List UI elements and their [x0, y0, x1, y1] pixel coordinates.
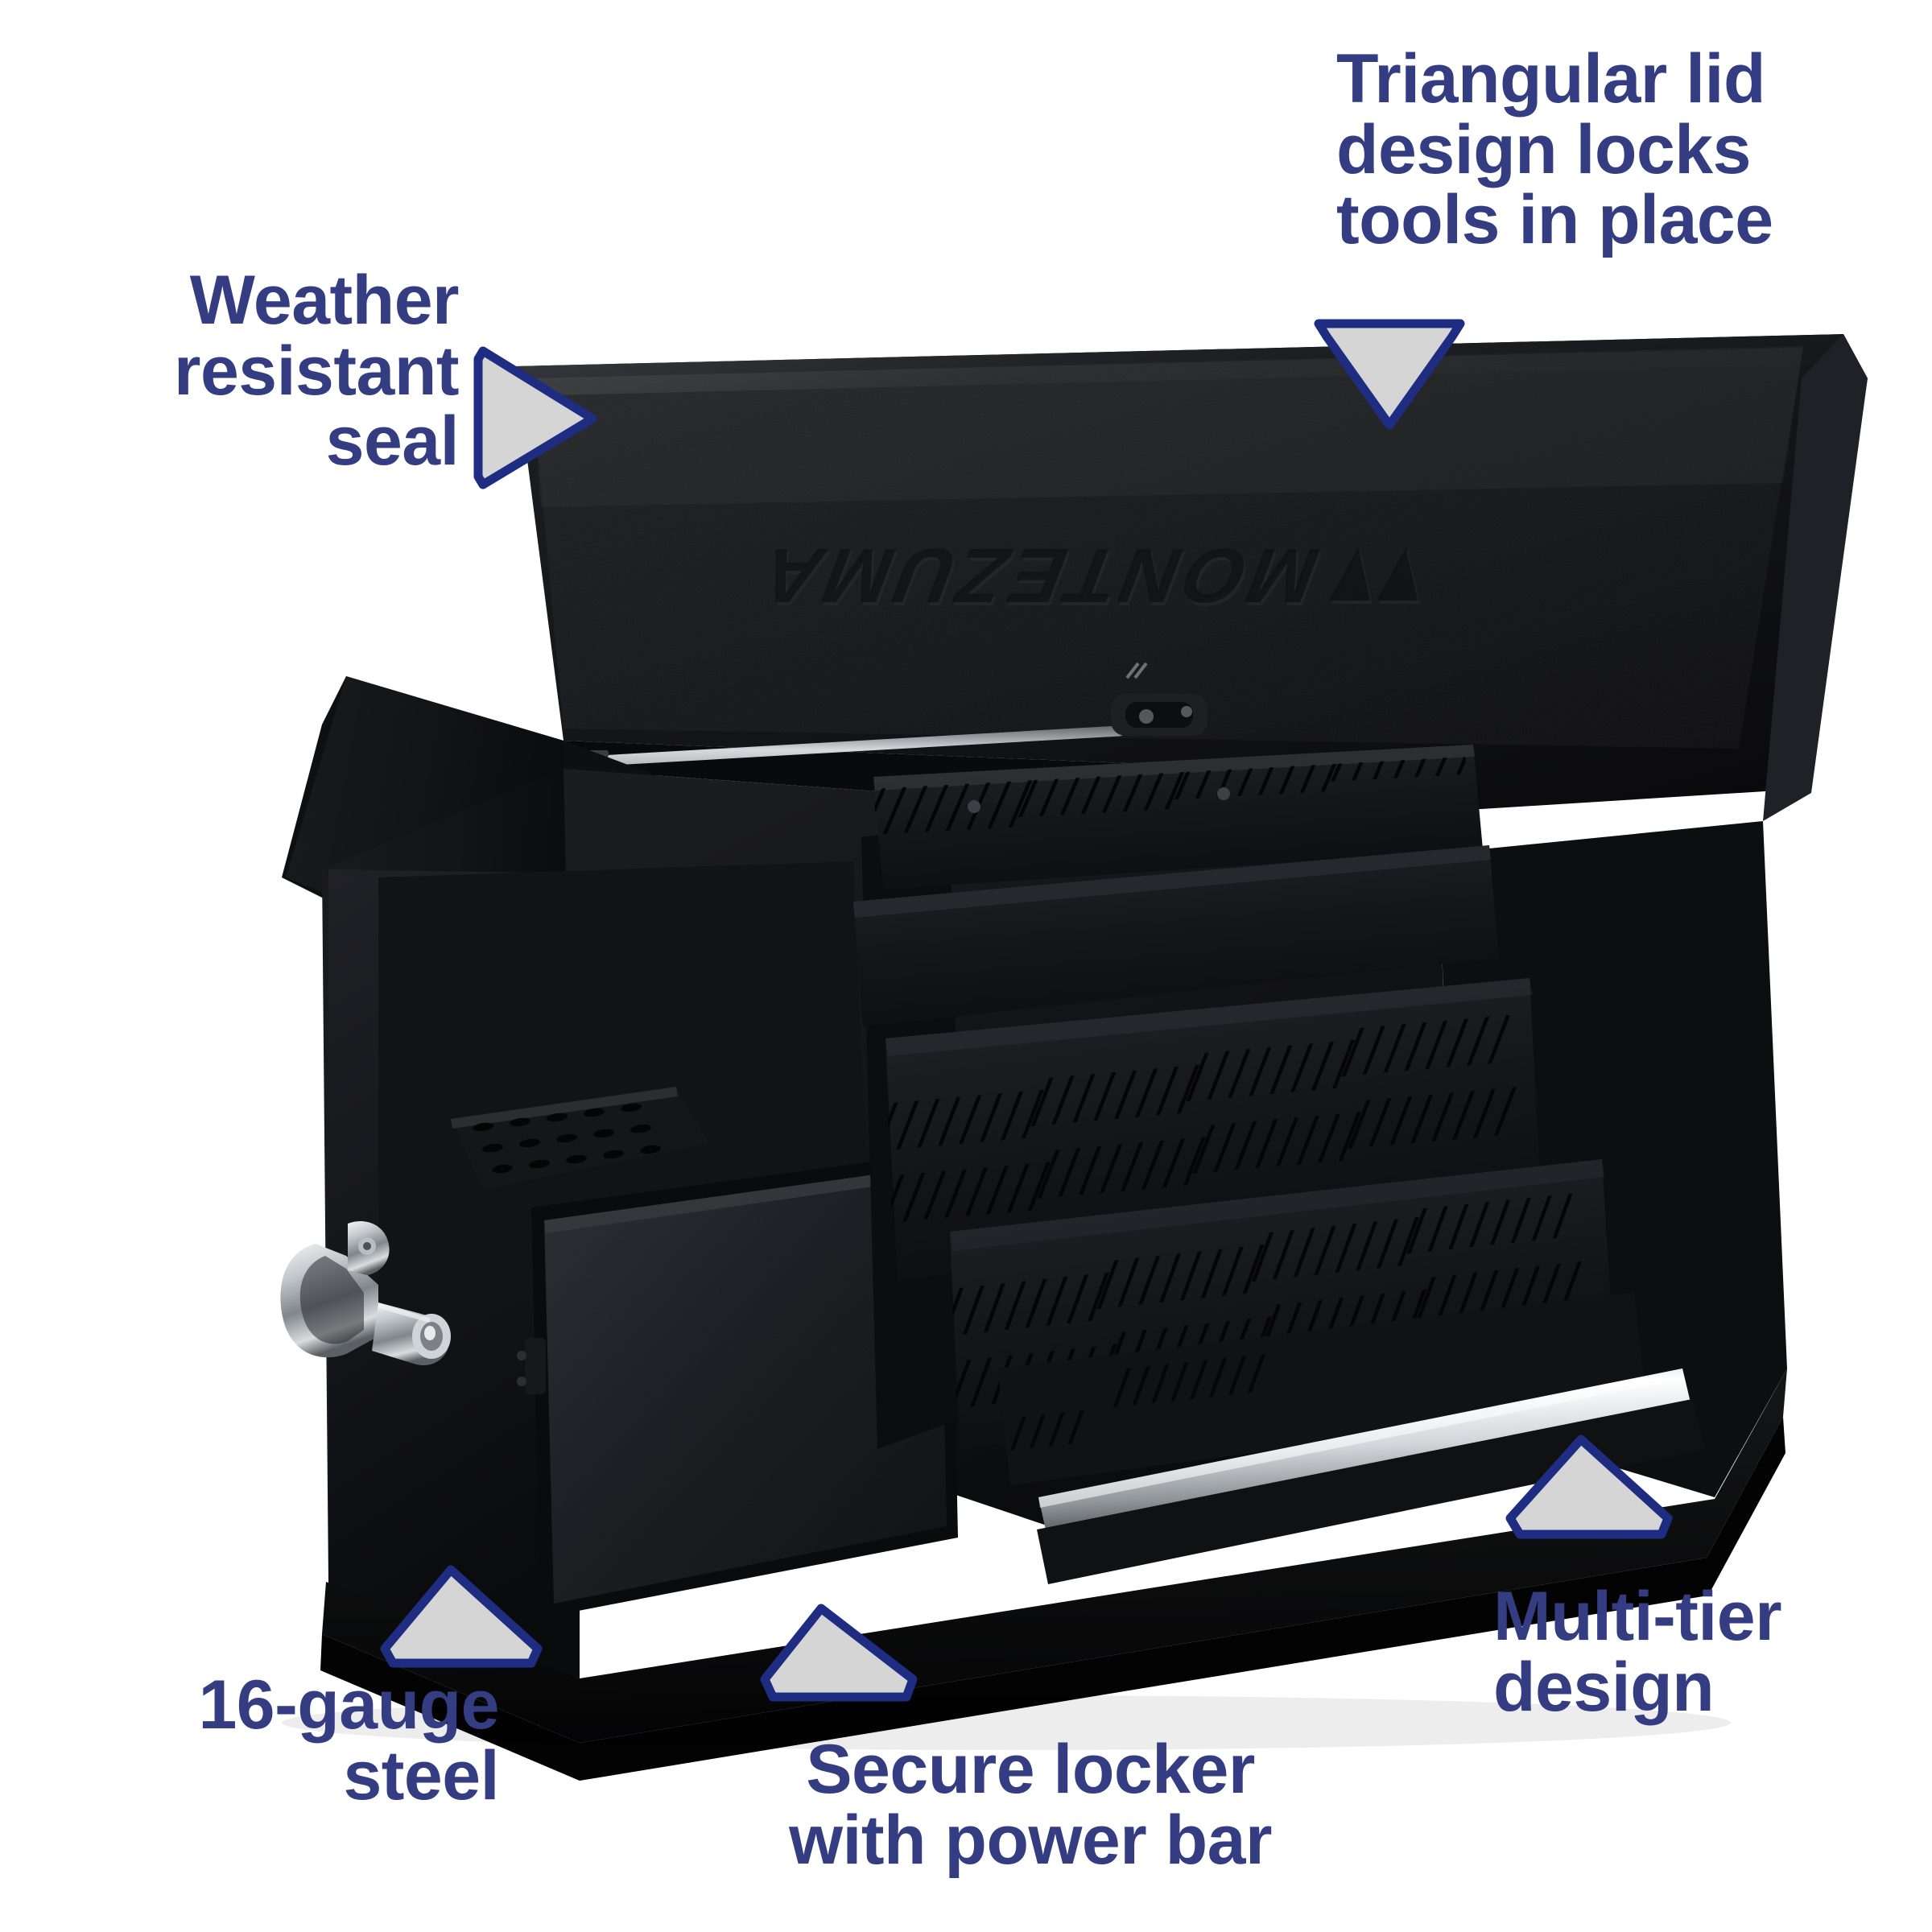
callout-triangular-lid: Triangular lid design locks tools in pla…: [1336, 40, 1773, 259]
toolbox-lid: MONTEZUMA MONTEZUMA: [515, 334, 1868, 829]
callout-16-gauge-steel: 16-gauge steel: [198, 1666, 499, 1814]
secure-locker-door: [517, 1151, 958, 1618]
callout-weather-resistant-seal: Weather resistant seal: [174, 262, 460, 481]
brand-logo-emboss: MONTEZUMA MONTEZUMA: [743, 532, 1420, 621]
multi-tier-organizer: [853, 745, 1646, 1485]
side-handle: [280, 1220, 451, 1365]
callout-multi-tier-design: Multi-tier design: [1493, 1578, 1782, 1726]
interior-left-section: [378, 861, 958, 1618]
perforated-tray: [451, 1087, 708, 1190]
marker-multi-tier-design: [1499, 1431, 1676, 1552]
marker-16-gauge-steel: [377, 1560, 546, 1681]
marker-triangular-lid: [1309, 312, 1470, 441]
marker-secure-locker: [755, 1600, 932, 1721]
svg-text:MONTEZUMA: MONTEZUMA: [745, 535, 1334, 621]
marker-weather-resistant-seal: [472, 341, 617, 494]
chrome-trim-strip: [1038, 1368, 1690, 1534]
callout-secure-locker: Secure locker with power bar: [789, 1731, 1272, 1879]
rod-clamp: [1111, 662, 1208, 736]
svg-text:MONTEZUMA: MONTEZUMA: [743, 532, 1332, 618]
